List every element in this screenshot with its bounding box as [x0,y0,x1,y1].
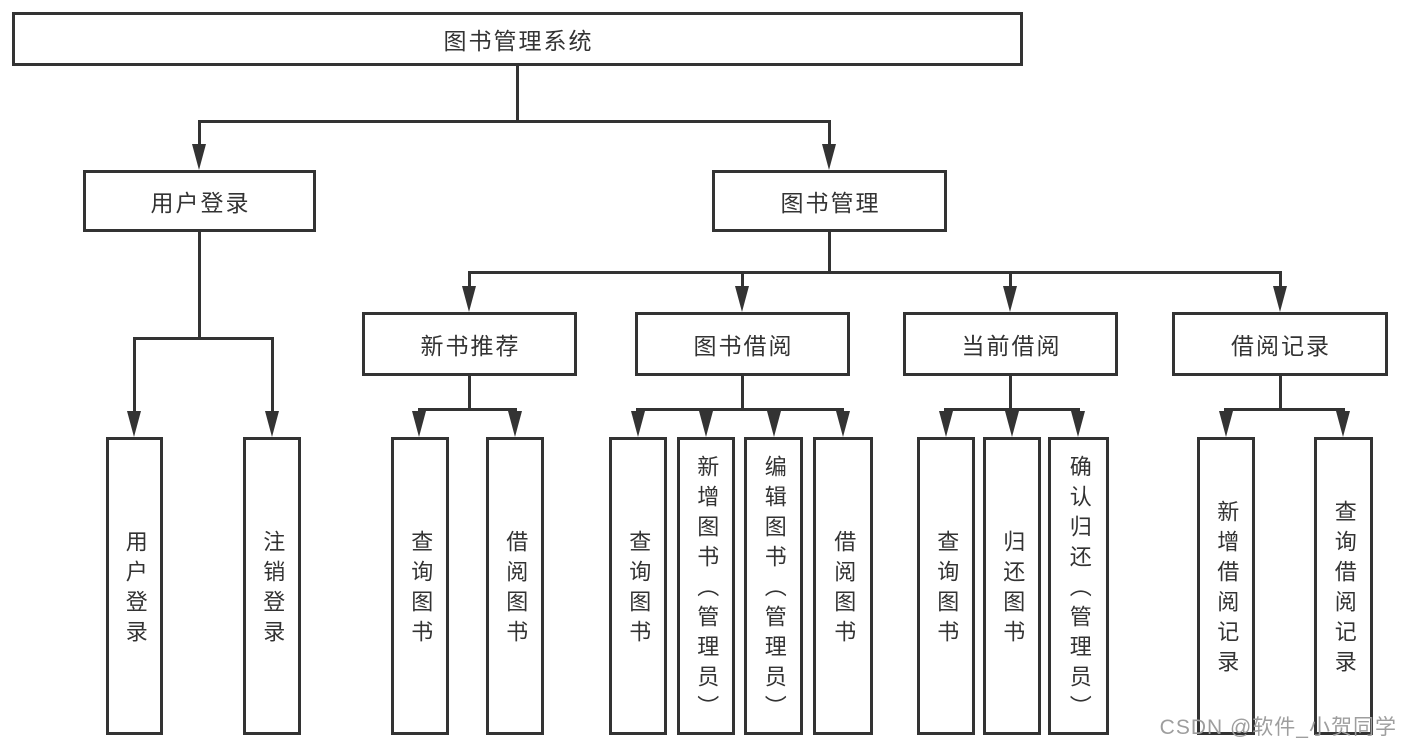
edge-user-login-stem [198,232,201,337]
arrowhead-borrow-add [699,411,713,437]
arrowhead-records-query [1336,411,1350,437]
arrowhead-current-return [1005,411,1019,437]
edge-book-mgmt-bus [468,271,1282,274]
node-label: 确认归还（管理员） [1066,455,1092,725]
node-label: 图书借阅 [693,333,794,359]
node-leaf-logout: 注销登录 [243,437,301,735]
arrowhead-leaf-logout [265,411,279,437]
node-label: 图书管理 [780,190,881,216]
node-label: 查询借阅记录 [1331,500,1357,680]
arrowhead-recommend-borrow [508,411,522,437]
arrowhead-current-confirm [1071,411,1085,437]
arrowhead-book-mgmt [822,144,836,170]
edge-book-mgmt-stem [828,232,831,271]
node-label: 用户登录 [150,190,251,216]
node-label: 新书推荐 [420,333,521,359]
edge-to-borrow-records [1279,271,1282,288]
edge-current-stem [1009,376,1012,408]
edge-to-current-borrow [1009,271,1012,288]
edge-borrow-stem [741,376,744,408]
arrowhead-recommend-query [412,411,426,437]
node-leaf-current-query-books: 查询图书 [917,437,975,735]
arrowhead-book-borrow [735,286,749,312]
node-leaf-borrow-borrow-books: 借阅图书 [813,437,873,735]
node-leaf-user-login: 用户登录 [106,437,163,735]
node-leaf-recommend-query-books: 查询图书 [391,437,449,735]
node-label: 新增图书（管理员） [694,455,720,725]
arrowhead-borrow-edit [767,411,781,437]
edge-to-book-borrow [741,271,744,288]
edge-root-stem [516,66,519,120]
node-borrow-records: 借阅记录 [1172,312,1388,376]
node-label: 查询图书 [626,530,652,650]
node-new-book-recommend: 新书推荐 [362,312,577,376]
arrowhead-borrow-query [631,411,645,437]
edge-recommend-bus [418,408,517,411]
node-leaf-records-query-record: 查询借阅记录 [1314,437,1373,735]
edge-user-login-bus [133,337,274,340]
node-book-management: 图书管理 [712,170,947,232]
node-leaf-borrow-query-books: 查询图书 [609,437,667,735]
arrowhead-current-query [939,411,953,437]
node-user-login-branch: 用户登录 [83,170,316,232]
node-label: 借阅图书 [503,530,529,650]
node-label: 注销登录 [260,530,286,650]
csdn-watermark: CSDN @软件_小贺同学 [1159,716,1397,739]
node-leaf-records-add-record: 新增借阅记录 [1197,437,1255,735]
edge-to-leaf-user-login [133,337,136,415]
node-leaf-borrow-add-books-admin: 新增图书（管理员） [677,437,735,735]
arrowhead-new-book-recommend [462,286,476,312]
arrowhead-user-login [192,144,206,170]
edge-records-stem [1279,376,1282,408]
arrowhead-leaf-user-login [127,411,141,437]
edge-borrow-bus [636,408,844,411]
edge-to-leaf-logout [271,337,274,415]
node-label: 当前借阅 [961,333,1062,359]
arrowhead-current-borrow [1003,286,1017,312]
edge-root-to-book-mgmt [828,120,831,148]
node-root-system: 图书管理系统 [12,12,1023,66]
node-label: 借阅图书 [831,530,857,650]
node-label: 查询图书 [408,530,434,650]
node-label: 借阅记录 [1231,333,1331,359]
arrowhead-records-add [1219,411,1233,437]
arrowhead-borrow-records [1273,286,1287,312]
node-root-label: 图书管理系统 [443,28,594,54]
node-leaf-current-return-books: 归还图书 [983,437,1041,735]
node-book-borrow: 图书借阅 [635,312,850,376]
node-label: 编辑图书（管理员） [761,455,787,725]
arrowhead-borrow-borrow [836,411,850,437]
edge-records-bus [1224,408,1345,411]
edge-to-new-book-recommend [468,271,471,288]
node-current-borrow: 当前借阅 [903,312,1118,376]
edge-recommend-stem [468,376,471,408]
node-leaf-borrow-edit-books-admin: 编辑图书（管理员） [744,437,803,735]
edge-root-to-user-login [198,120,201,148]
node-label: 归还图书 [1000,530,1026,650]
node-leaf-current-confirm-return-admin: 确认归还（管理员） [1048,437,1109,735]
node-leaf-recommend-borrow-books: 借阅图书 [486,437,544,735]
node-label: 用户登录 [122,530,148,650]
node-label: 查询图书 [934,530,960,650]
edge-root-bus [198,120,831,123]
node-label: 新增借阅记录 [1214,500,1240,680]
